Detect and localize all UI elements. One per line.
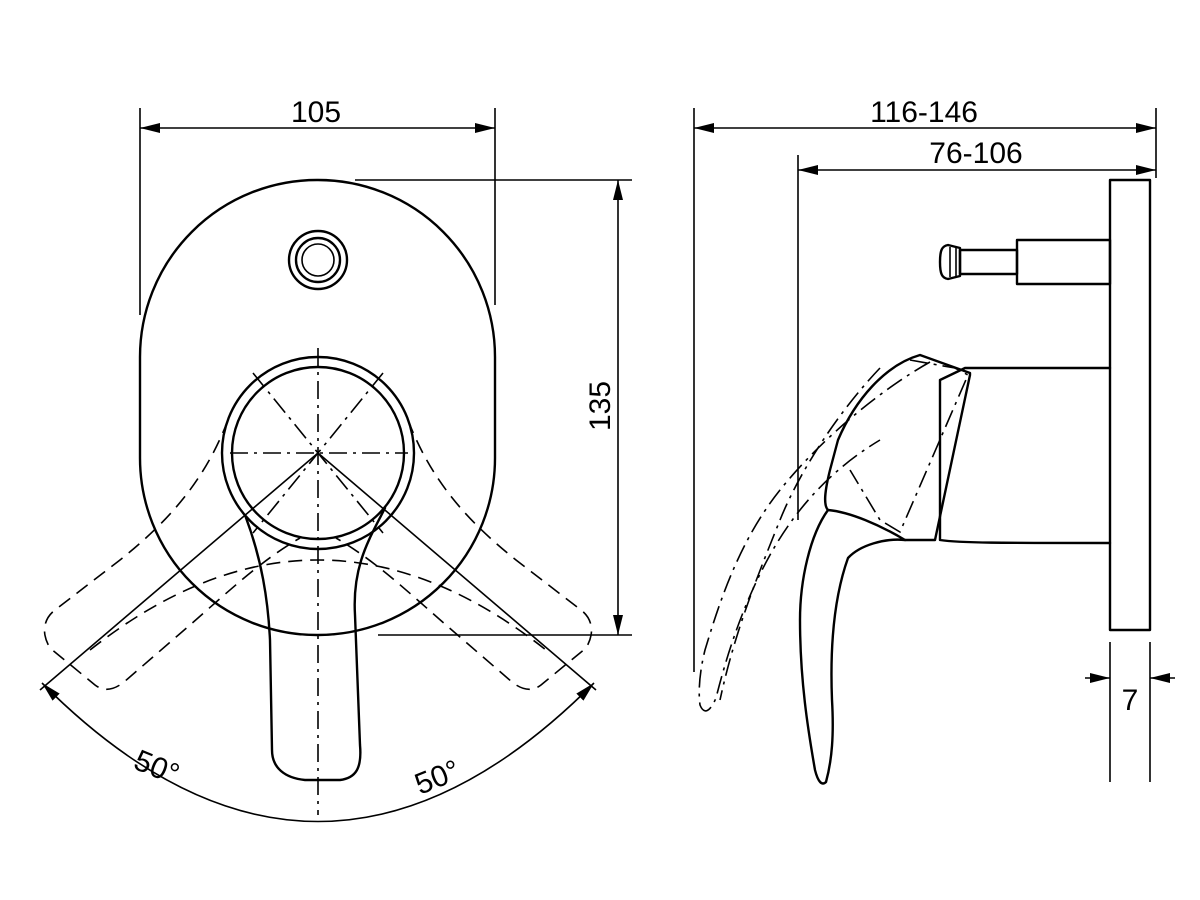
diverter-spindle	[938, 238, 1112, 286]
lever-swing-arc	[89, 559, 547, 651]
lever-head	[823, 353, 972, 542]
lever-left-position	[43, 419, 301, 691]
hub-center-lines	[230, 348, 408, 815]
overall-depth-dimension: 116-146	[693, 96, 1157, 672]
side-view: 116-146 76-106 7	[693, 96, 1175, 785]
width-label: 105	[291, 96, 341, 129]
width-dimension: 105	[139, 96, 496, 315]
lever-side-solid	[798, 508, 907, 785]
angle-right-label: 50°	[410, 754, 464, 802]
rotation-right-extension	[317, 452, 597, 691]
cover-plate-outline	[138, 178, 497, 637]
diverter-button	[287, 229, 349, 291]
body-depth-label: 76-106	[929, 137, 1022, 170]
height-label: 135	[584, 381, 617, 431]
lever-center-position	[243, 506, 387, 782]
lever-right-position	[335, 419, 593, 691]
wall-plate	[1108, 178, 1152, 632]
overall-depth-label: 116-146	[870, 96, 978, 129]
rotation-dimension-arc	[41, 682, 595, 823]
plate-thickness-label: 7	[1122, 684, 1139, 717]
valve-body	[938, 366, 1112, 545]
front-view: 50° 50° 105 135	[39, 96, 632, 823]
lever-side-up-position-inner	[719, 367, 881, 701]
rotation-left-extension	[39, 452, 319, 691]
plate-thickness-dimension: 7	[1085, 642, 1175, 782]
lever-head-up-position	[849, 359, 970, 534]
body-depth-dimension: 76-106	[797, 137, 1156, 520]
height-dimension: 135	[355, 179, 632, 636]
